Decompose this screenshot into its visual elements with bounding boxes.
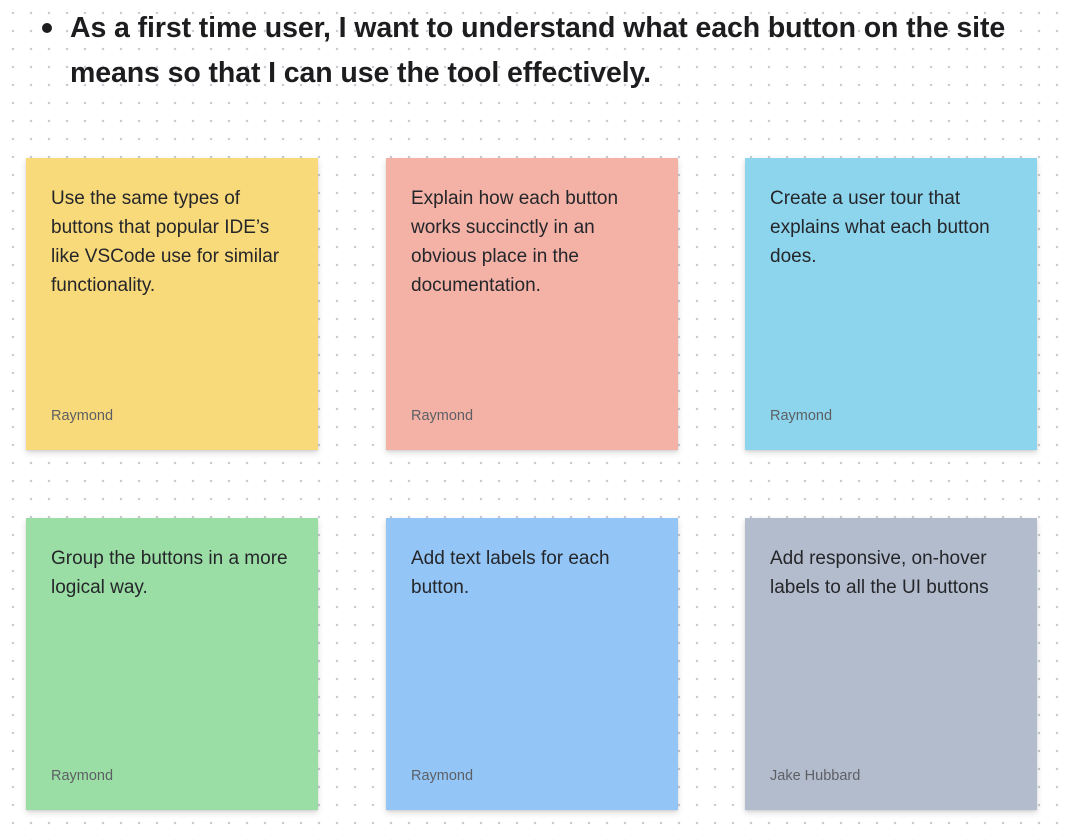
sticky-note[interactable]: Group the buttons in a more logical way.… [26,518,318,810]
sticky-note-text[interactable]: Create a user tour that explains what ea… [770,188,990,267]
user-story-heading: As a first time user, I want to understa… [38,6,1048,96]
bullet-point [42,23,52,33]
user-story-text[interactable]: As a first time user, I want to understa… [70,12,1006,89]
sticky-note-text[interactable]: Explain how each button works succinctly… [411,188,619,296]
sticky-note-author: Raymond [51,768,114,784]
sticky-note-text[interactable]: Use the same types of buttons that popul… [51,188,280,296]
sticky-note-author: Raymond [770,408,833,424]
sticky-note-author: Raymond [411,408,474,424]
sticky-note-text[interactable]: Add responsive, on-hover labels to all t… [770,548,989,598]
sticky-note-text[interactable]: Group the buttons in a more logical way. [51,548,288,598]
sticky-note-text[interactable]: Add text labels for each button. [411,548,610,598]
sticky-note-author: Jake Hubbard [770,768,861,784]
sticky-note-author: Raymond [51,408,114,424]
sticky-note[interactable]: Create a user tour that explains what ea… [745,158,1037,450]
sticky-note[interactable]: Add responsive, on-hover labels to all t… [745,518,1037,810]
sticky-note[interactable]: Use the same types of buttons that popul… [26,158,318,450]
sticky-note[interactable]: Explain how each button works succinctly… [386,158,678,450]
sticky-note[interactable]: Add text labels for each button. Raymond [386,518,678,810]
sticky-note-author: Raymond [411,768,474,784]
